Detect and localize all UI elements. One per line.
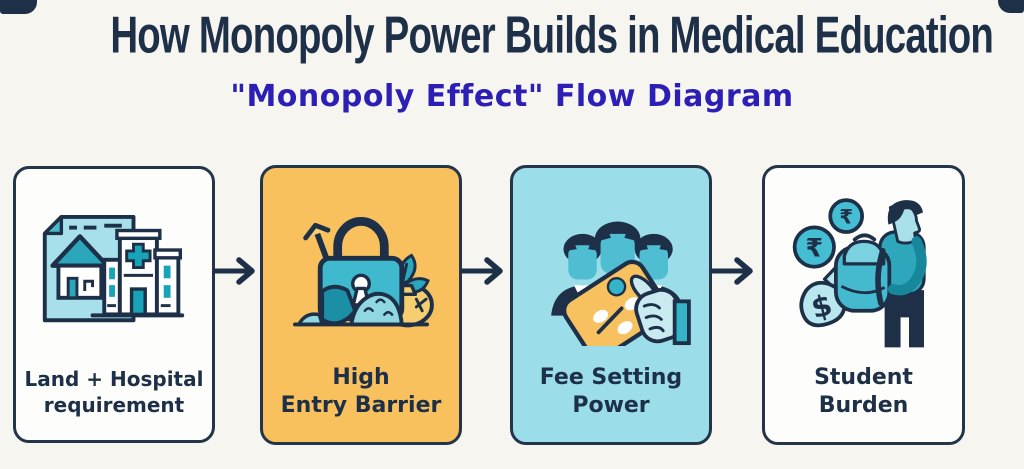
page-subtitle: "Monopoly Effect" Flow Diagram: [230, 79, 794, 114]
step-label-line2: Burden: [818, 393, 909, 419]
header: How Monopoly Power Builds in Medical Edu…: [0, 6, 1024, 64]
padlock-shovel-moneybag-icon: [263, 180, 459, 360]
step-fee-setting-power: Fee Setting Power: [510, 165, 712, 445]
step-label-line1: Fee Setting: [539, 365, 683, 391]
rupee-symbol: ₹: [805, 233, 823, 262]
step-label-line1: High: [332, 365, 390, 391]
page-title: How Monopoly Power Builds in Medical Edu…: [110, 7, 994, 65]
deed-hospital-icon: [16, 181, 212, 361]
step-land-hospital-requirement: Land + Hospital requirement: [13, 166, 215, 443]
step-label-line2: Entry Barrier: [280, 393, 442, 419]
step-label-line2: requirement: [43, 392, 185, 417]
step-label-line2: Power: [572, 393, 650, 419]
arrow-right-icon: [212, 256, 259, 286]
arrow-right-icon: [710, 256, 757, 286]
step-high-entry-barrier: High Entry Barrier: [260, 165, 462, 445]
step-label: Fee Setting Power: [513, 364, 709, 420]
committee-fee-card-icon: [513, 180, 709, 360]
step-label: Student Burden: [765, 364, 962, 420]
step-label: High Entry Barrier: [263, 364, 459, 420]
student-backpack-money-icon: ₹ ₹ $: [765, 180, 962, 360]
step-label: Land + Hospital requirement: [16, 367, 212, 418]
arrow-right-icon: [460, 256, 507, 286]
corner-decoration-left: [0, 0, 37, 14]
step-student-burden: ₹ ₹ $: [762, 165, 965, 445]
subheader: "Monopoly Effect" Flow Diagram: [0, 79, 1024, 114]
step-label-line1: Land + Hospital: [24, 367, 204, 392]
corner-decoration-right: [998, 0, 1024, 13]
step-label-line1: Student: [814, 365, 913, 391]
rupee-symbol: ₹: [839, 206, 853, 229]
